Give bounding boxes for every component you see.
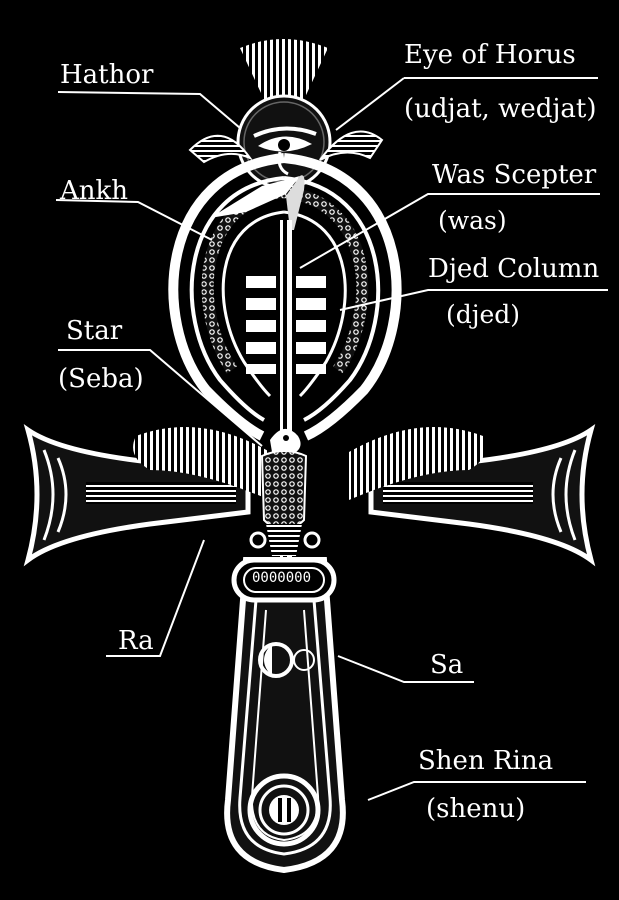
label-was: (was): [438, 206, 507, 235]
ankh-left-arm: [23, 424, 251, 567]
falcon-icon: [249, 428, 321, 556]
djed-column: [246, 276, 326, 374]
label-djed-column: Djed Column: [428, 254, 600, 284]
label-ra: Ra: [118, 626, 154, 656]
label-eye-of-horus: Eye of Horus: [404, 40, 576, 70]
label-shenu: (shenu): [426, 794, 526, 824]
eye-of-horus-icon: [236, 94, 332, 190]
label-shen-rina: Shen Rina: [418, 746, 554, 776]
falcon-wings: [133, 427, 486, 500]
sa-icon: [258, 642, 315, 678]
leader-lines: [55, 77, 608, 801]
label-ankh: Ankh: [60, 176, 129, 206]
cobra-icon: [210, 175, 305, 230]
label-hathor: Hathor: [60, 60, 154, 90]
shen-ring-icon: [247, 773, 321, 847]
label-sa: Sa: [430, 650, 464, 680]
ankh-right-arm: [368, 424, 596, 567]
label-udjat: (udjat, wedjat): [404, 94, 597, 124]
cartouche-text: 0000000: [252, 570, 312, 586]
label-star: Star: [66, 316, 123, 346]
label-was-scepter: Was Scepter: [432, 160, 597, 190]
cartouche: [231, 557, 337, 603]
label-seba: (Seba): [58, 364, 144, 394]
label-djed: (djed): [446, 300, 521, 329]
